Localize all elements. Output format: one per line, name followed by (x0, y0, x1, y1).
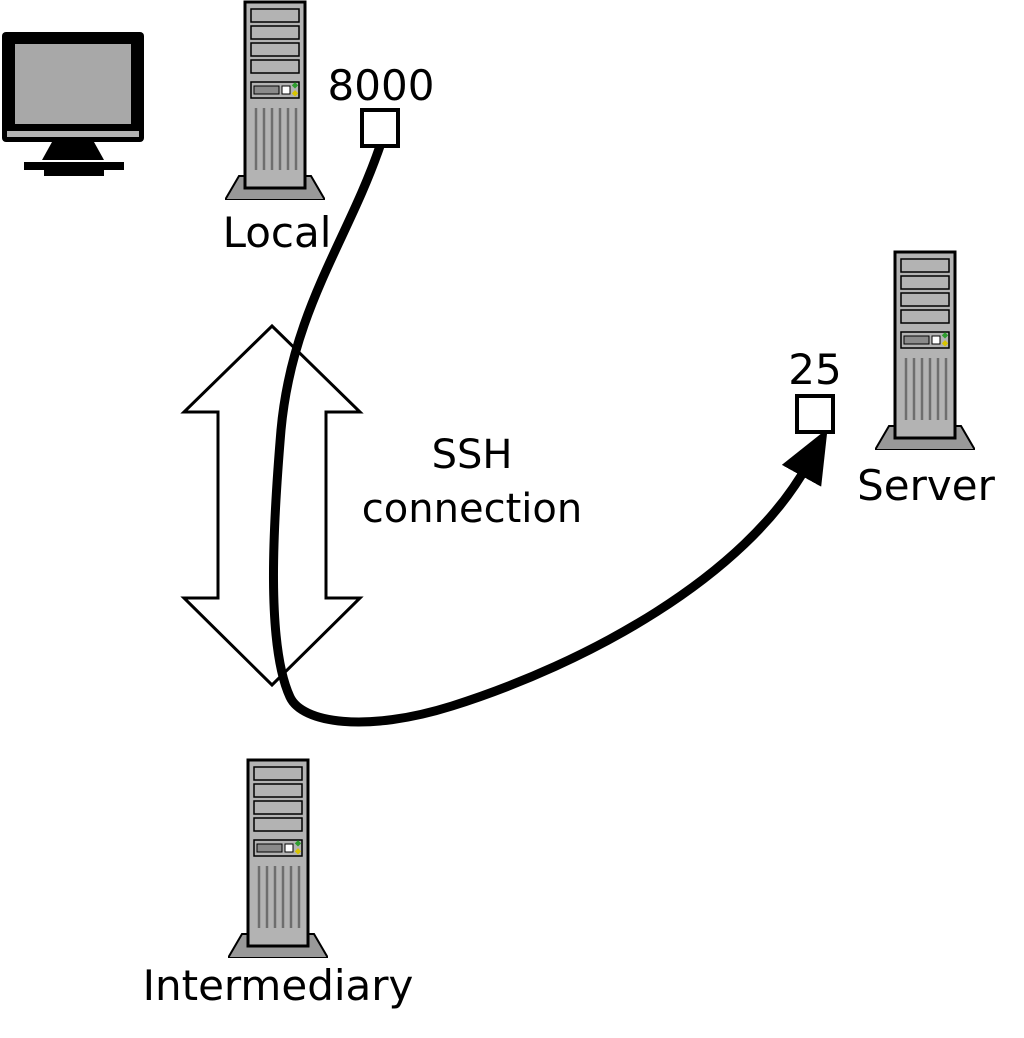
server-label: Server (857, 461, 995, 510)
local-tower-icon (225, 0, 325, 200)
local-label: Local (223, 208, 332, 257)
server-tower-icon (875, 250, 975, 450)
ssh-label-line1: SSH (432, 432, 513, 478)
ssh-connection-label: SSH connection (362, 432, 582, 532)
monitor-figure (1, 31, 145, 177)
tunnel-cable (268, 141, 828, 727)
server-computer: Server 25 (788, 250, 996, 510)
monitor-icon (1, 31, 145, 177)
local-computer: Local 8000 (223, 0, 435, 257)
ssh-label-line2: connection (362, 486, 582, 532)
intermediary-computer: Intermediary (143, 758, 414, 1010)
local-port-box (360, 108, 400, 148)
local-port-label: 8000 (328, 61, 435, 110)
intermediary-label: Intermediary (143, 961, 414, 1010)
server-port-box (795, 394, 835, 434)
intermediary-tower-icon (228, 758, 328, 958)
server-port-label: 25 (788, 345, 841, 394)
